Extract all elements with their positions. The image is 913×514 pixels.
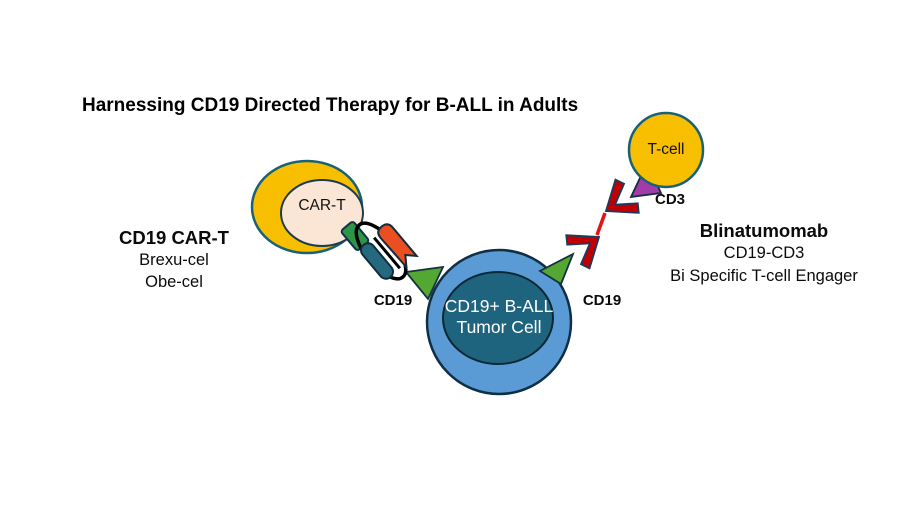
t-cell-label: T-cell (647, 141, 685, 158)
cd19-antigen-left-icon (404, 265, 445, 301)
cd19-antigen-right-icon (538, 252, 575, 286)
bite-therapy-heading: Blinatumomab (699, 220, 829, 241)
cd19-left-tag: CD19 (373, 292, 413, 309)
t-cell-body (627, 111, 705, 189)
bite-chevron-lower-icon (565, 234, 601, 270)
cd3-tag: CD3 (654, 191, 685, 208)
car-t-therapy-panel: CD19 CAR-T Brexu-cel Obe-cel (84, 227, 264, 293)
tumor-cell-label: CD19+ B-ALL Tumor Cell (419, 296, 579, 338)
bite-therapy-description: Bi Specific T-cell Engager (670, 267, 858, 285)
tumor-cell-body (442, 271, 554, 365)
car-scfv-strand (372, 236, 402, 270)
bite-therapy-panel: Blinatumomab CD19-CD3 Bi Specific T-cell… (624, 219, 904, 288)
car-t-cell-label: CAR-T (298, 197, 346, 214)
bite-chevron-upper-icon (604, 178, 640, 214)
bite-linker-icon (595, 212, 607, 236)
car-t-drug-obe-cel: Obe-cel (145, 273, 203, 291)
cd19-right-tag: CD19 (582, 292, 622, 309)
car-receptor (340, 221, 419, 281)
tumor-cell-label-line1: CD19+ B-ALL (444, 296, 554, 316)
tumor-cell-label-line2: Tumor Cell (456, 317, 542, 337)
car-chain-orange-icon (377, 223, 419, 271)
car-chain-teal-icon (360, 242, 394, 280)
bite-therapy-subtitle: CD19-CD3 (723, 244, 805, 262)
page-title: Harnessing CD19 Directed Therapy for B-A… (82, 95, 579, 116)
car-t-drug-brexu-cel: Brexu-cel (139, 251, 209, 269)
bite-antibody (565, 178, 640, 270)
car-t-therapy-heading: CD19 CAR-T (119, 227, 229, 248)
